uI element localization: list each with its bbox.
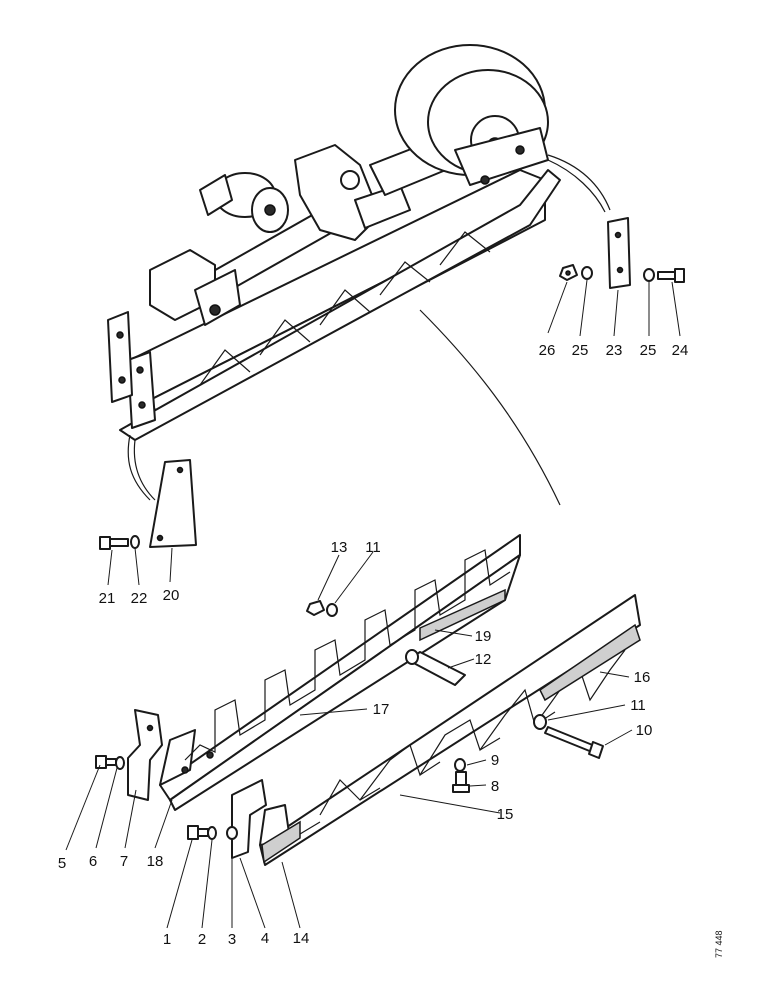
callout-9: 9 <box>491 752 499 769</box>
callout-1: 1 <box>163 931 171 948</box>
track-frame-assembly <box>107 44 611 441</box>
nut-part-13 <box>306 600 325 616</box>
callout-numbers: 26 25 23 25 24 21 22 20 13 11 19 12 16 1… <box>58 342 689 948</box>
callout-19: 19 <box>475 628 492 645</box>
callout-4: 4 <box>261 930 269 947</box>
plate-part-20 <box>149 459 197 548</box>
washer-part-9 <box>454 758 466 772</box>
wear-strip-part-16 <box>539 623 641 702</box>
bolt-part-8 <box>452 771 470 793</box>
pin-part-12 <box>405 649 466 686</box>
callout-2: 2 <box>198 931 206 948</box>
washer-part-25a <box>581 266 593 280</box>
plate-part-23 <box>607 217 631 289</box>
callout-11-top: 11 <box>365 539 381 556</box>
callout-24: 24 <box>672 342 689 359</box>
leader-lines <box>65 279 681 929</box>
callout-25b: 25 <box>640 342 657 359</box>
callout-12: 12 <box>475 651 492 668</box>
washer-part-3 <box>226 826 238 840</box>
bolt-part-24 <box>657 268 685 283</box>
wear-strip-part-14 <box>261 820 301 864</box>
skid-rail-part-17 <box>159 534 521 811</box>
callout-22: 22 <box>131 590 148 607</box>
callout-11-right: 11 <box>630 697 646 714</box>
callout-15: 15 <box>497 806 514 823</box>
callout-7: 7 <box>120 853 128 870</box>
callout-8: 8 <box>491 778 499 795</box>
callout-26: 26 <box>539 342 556 359</box>
callout-13: 13 <box>331 539 348 556</box>
washer-part-22 <box>130 535 140 549</box>
bolt-part-1 <box>187 825 209 840</box>
washer-part-2 <box>207 826 217 840</box>
callout-18: 18 <box>147 853 164 870</box>
callout-20: 20 <box>163 587 180 604</box>
callout-6: 6 <box>89 853 97 870</box>
callout-16: 16 <box>634 669 651 686</box>
wear-strip-part-19 <box>419 588 506 642</box>
callout-23: 23 <box>606 342 623 359</box>
bolt-part-21 <box>99 536 129 550</box>
bolt-part-10 <box>544 726 604 759</box>
callout-25a: 25 <box>572 342 589 359</box>
drawing-reference: 77 448 <box>714 930 724 958</box>
bolt-part-5 <box>95 755 117 769</box>
nut-part-26 <box>559 264 578 281</box>
washer-part-25b <box>643 268 655 282</box>
washer-part-11-right <box>533 714 547 730</box>
washer-part-6 <box>115 756 125 770</box>
callout-17: 17 <box>373 701 390 718</box>
washer-part-11-top <box>326 603 338 617</box>
callout-5: 5 <box>58 855 66 872</box>
callout-21: 21 <box>99 590 116 607</box>
callout-14: 14 <box>293 930 310 947</box>
callout-3: 3 <box>228 931 236 948</box>
callout-10: 10 <box>636 722 653 739</box>
bracket-part-7 <box>127 709 163 801</box>
